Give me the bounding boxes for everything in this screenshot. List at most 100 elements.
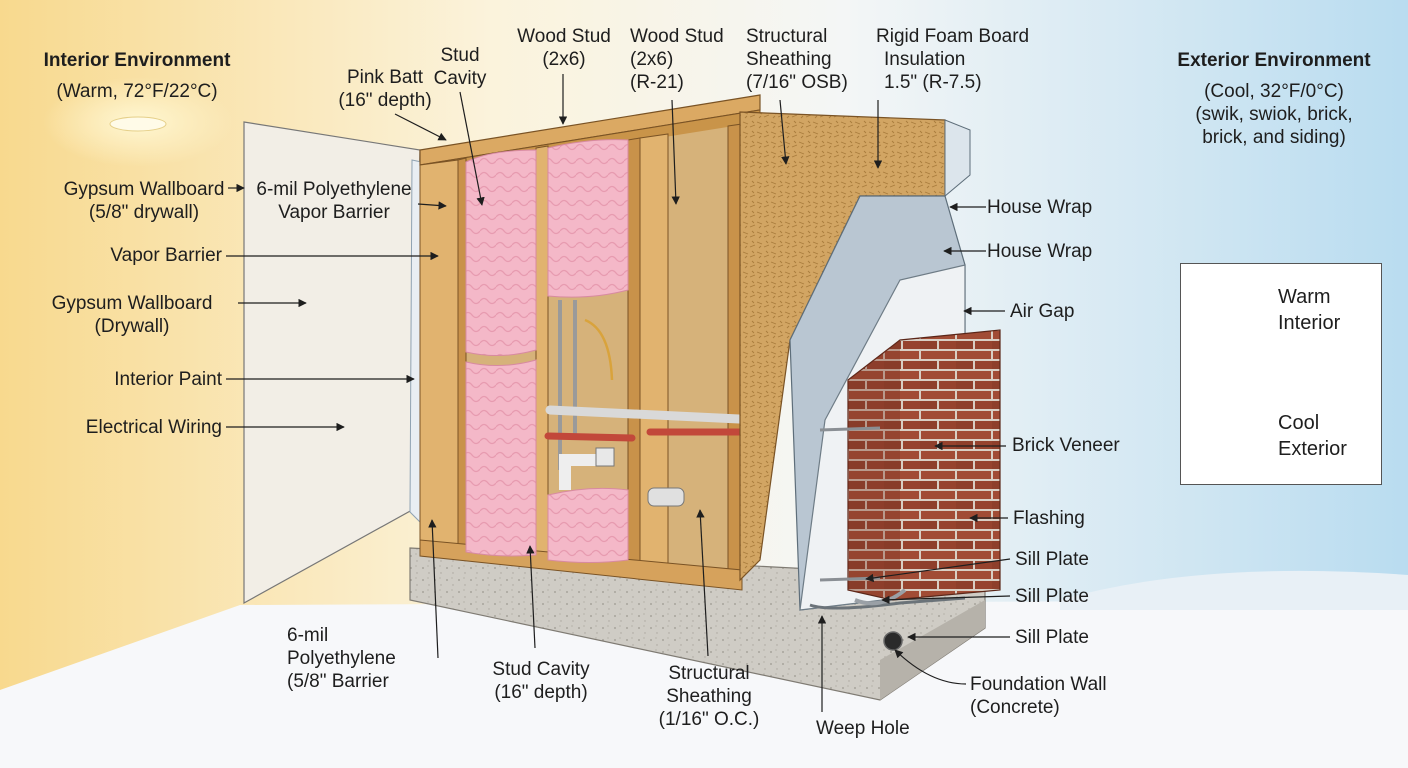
batt-mid-lower <box>547 487 629 563</box>
label-interior-paint-text: Interior Paint <box>114 369 222 390</box>
exterior-title: Exterior Environment <box>1164 49 1384 72</box>
label-pink-batt-line-1: Pink Batt <box>346 67 424 88</box>
label-house-wrap-2: House Wrap <box>987 240 1092 263</box>
label-structural-sheathing-top: Structural Sheathing (7/16" OSB) <box>746 25 870 94</box>
label-poly-vapor-barrier: 6-mil Polyethylene Vapor Barrier <box>244 178 424 224</box>
label-electrical-wiring-text: Electrical Wiring <box>85 417 222 438</box>
label-flashing-text: Flashing <box>1013 508 1085 529</box>
label-sheathing-bottom-line-1: Structural <box>668 663 750 684</box>
label-electrical-wiring: Electrical Wiring <box>40 416 222 439</box>
label-rigid-foam-line-2: Insulation <box>884 49 966 70</box>
legend-warm-line-1: Warm <box>1278 286 1331 308</box>
leader-stud-cavity-bottom <box>526 545 536 649</box>
leader-sill-1 <box>865 558 1011 583</box>
label-wood-stud-2: Wood Stud (2x6) (R-21) <box>630 25 740 94</box>
label-sill-plate-2-text: Sill Plate <box>1015 586 1089 607</box>
leader-sheathing-top <box>779 99 790 165</box>
label-weep-hole: Weep Hole <box>816 717 910 740</box>
leader-sheathing-bottom <box>696 509 709 657</box>
legend-cool-line-2: Exterior <box>1278 438 1347 460</box>
wood-stud-3 <box>535 145 549 559</box>
label-stud-cavity-bottom-line-2: (16" depth) <box>494 682 588 703</box>
label-pink-batt: Pink Batt (16" depth) <box>300 66 470 112</box>
label-sill-plate-3-text: Sill Plate <box>1015 627 1089 648</box>
label-gypsum-wallboard-drywall: Gypsum Wallboard (Drywall) <box>30 292 234 338</box>
label-poly-vapor-line-1: 6-mil Polyethylene <box>256 179 412 200</box>
leader-pink-batt <box>394 113 447 141</box>
label-interior-paint: Interior Paint <box>70 368 222 391</box>
legend-warm-label: Warm Interior <box>1278 284 1340 336</box>
label-foundation-wall-line-2: (Concrete) <box>970 697 1060 718</box>
weep-hole-pipe <box>883 631 903 651</box>
label-foundation-wall: Foundation Wall (Concrete) <box>970 673 1107 719</box>
label-house-wrap-1: House Wrap <box>987 196 1092 219</box>
label-air-gap: Air Gap <box>1010 300 1074 323</box>
wood-stud-4 <box>627 137 641 567</box>
label-sill-plate-1-text: Sill Plate <box>1015 549 1089 570</box>
label-sheathing-top-line-1: Structural <box>746 26 828 47</box>
label-sheathing-top-line-3: (7/16" OSB) <box>746 72 848 93</box>
legend-cool-line-1: Cool <box>1278 412 1320 434</box>
label-foundation-wall-line-1: Foundation Wall <box>970 674 1107 695</box>
label-stud-cavity-bottom-line-1: Stud Cavity <box>492 659 590 680</box>
label-poly-58-line-3: (5/8" Barrier <box>287 671 389 692</box>
label-weep-hole-text: Weep Hole <box>816 718 910 739</box>
label-rigid-foam: Rigid Foam Board Insulation 1.5" (R-7.5) <box>876 25 1056 94</box>
label-stud-cavity-top: Stud Cavity <box>425 44 495 90</box>
leader-stud-cavity-top <box>459 91 485 206</box>
label-wood-stud-2-line-2: (2x6) <box>630 49 674 70</box>
label-wood-stud-2-line-1: Wood Stud <box>630 26 724 47</box>
brick-veneer <box>847 329 1001 601</box>
exterior-description: (Cool, 32°F/0°C) (swik, swiok, brick, br… <box>1164 80 1384 149</box>
batt-mid-upper <box>547 139 629 298</box>
batt-left-upper <box>465 149 537 357</box>
leader-wood-stud-2 <box>671 99 680 205</box>
leader-poly-vapor <box>417 201 447 210</box>
interior-subtitle-text: (Warm, 72°F/22°C) <box>56 81 218 102</box>
label-poly-vapor-line-2: Vapor Barrier <box>278 202 390 223</box>
label-sill-plate-1: Sill Plate <box>1015 548 1089 571</box>
label-sill-plate-2: Sill Plate <box>1015 585 1089 608</box>
leader-poly-58 <box>428 519 439 659</box>
label-stud-cavity-bottom: Stud Cavity (16" depth) <box>478 658 604 704</box>
label-poly-58-line-1: 6-mil <box>287 625 329 646</box>
label-sheathing-bottom-line-2: Sheathing <box>666 686 752 707</box>
interior-title: Interior Environment <box>30 49 244 72</box>
legend-cool-label: Cool Exterior <box>1278 410 1347 462</box>
label-rigid-foam-line-1: Rigid Foam Board <box>876 26 1030 47</box>
wood-stud-1 <box>419 159 459 553</box>
label-gypsum-wallboard-58: Gypsum Wallboard (5/8" drywall) <box>44 178 244 224</box>
label-wood-stud-1-line-2: (2x6) <box>542 49 586 70</box>
label-poly-58-line-2: Polyethylene <box>287 648 396 669</box>
batt-left-lower <box>465 359 537 557</box>
label-house-wrap-2-text: House Wrap <box>987 241 1093 262</box>
label-vapor-barrier: Vapor Barrier <box>70 244 222 267</box>
exterior-line-1: (Cool, 32°F/0°C) <box>1204 81 1344 102</box>
legend-box <box>1180 263 1382 485</box>
leader-sill-2 <box>881 595 1011 604</box>
label-flashing: Flashing <box>1013 507 1085 530</box>
label-stud-cavity-top-line-1: Stud <box>440 45 480 66</box>
label-sheathing-top-line-2: Sheathing <box>746 49 832 70</box>
label-brick-veneer-text: Brick Veneer <box>1012 435 1120 456</box>
label-gypsum-58-line-2: (5/8" drywall) <box>88 202 200 223</box>
flashing <box>809 596 966 610</box>
label-wood-stud-1-line-1: Wood Stud <box>517 26 611 47</box>
label-poly-58-barrier: 6-mil Polyethylene (5/8" Barrier <box>287 624 396 693</box>
label-vapor-barrier-text: Vapor Barrier <box>110 245 222 266</box>
label-house-wrap-1-text: House Wrap <box>987 197 1093 218</box>
label-stud-cavity-top-line-2: Cavity <box>433 68 487 89</box>
label-gypsum-58-line-1: Gypsum Wallboard <box>63 179 225 200</box>
label-sill-plate-3: Sill Plate <box>1015 626 1089 649</box>
leader-foundation <box>894 649 967 685</box>
legend-warm-line-2: Interior <box>1278 312 1341 334</box>
label-gypsum-drywall-line-1: Gypsum Wallboard <box>51 293 213 314</box>
wood-stud-2 <box>457 157 467 553</box>
label-wood-stud-1: Wood Stud (2x6) <box>500 25 628 71</box>
label-sheathing-bottom-line-3: (1/16" O.C.) <box>658 709 760 730</box>
interior-subtitle: (Warm, 72°F/22°C) <box>30 80 244 103</box>
label-gypsum-drywall-line-2: (Drywall) <box>94 316 170 337</box>
interior-title-text: Interior Environment <box>43 50 231 71</box>
